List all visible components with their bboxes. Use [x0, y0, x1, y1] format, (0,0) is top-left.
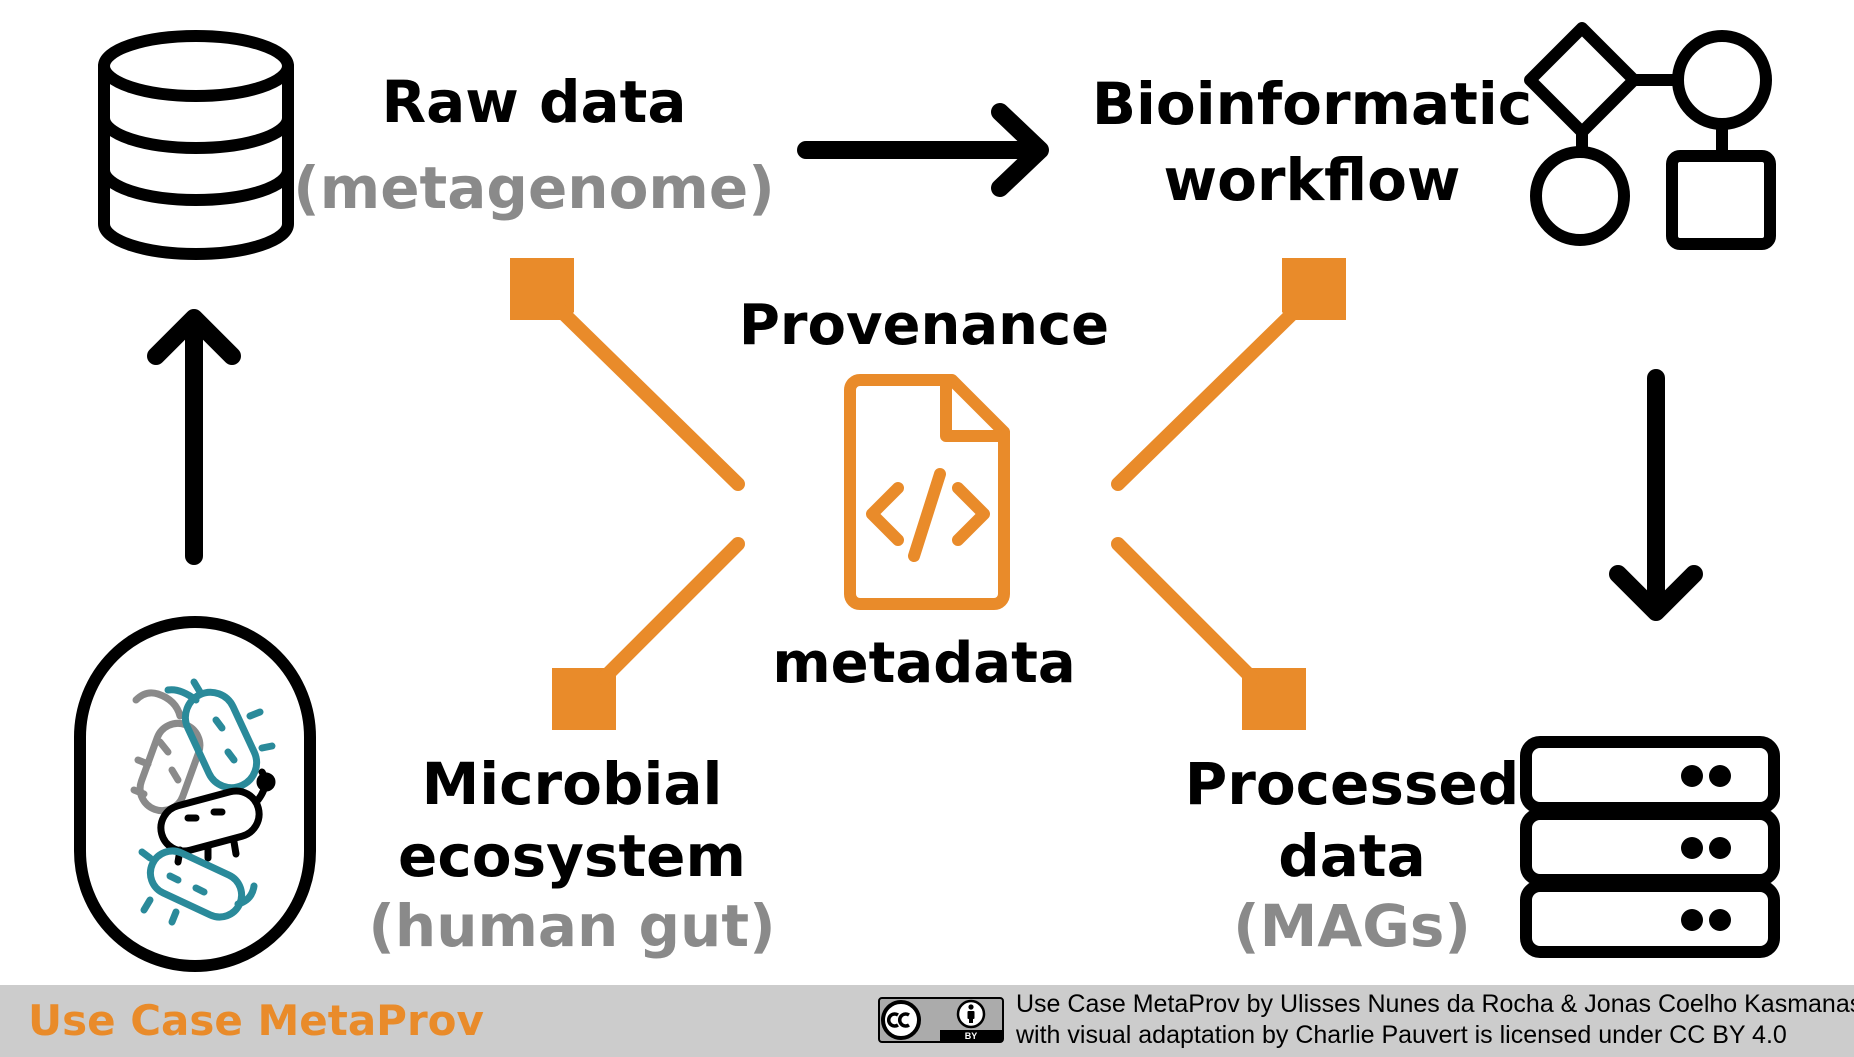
workflow-title-line1: Bioinformatic [1092, 70, 1532, 138]
connector-top-left [510, 258, 745, 491]
database-icon [98, 30, 294, 260]
server-icon [1520, 736, 1780, 958]
provenance-caption: metadata [772, 631, 1075, 696]
ecosystem-subtitle: (human gut) [368, 892, 775, 960]
footer-bar: Use Case MetaProv BY Use Case MetaProv b… [0, 985, 1854, 1057]
connector-bottom-left [552, 537, 745, 730]
arrow-right-icon [797, 103, 1049, 197]
arrow-up-icon [147, 309, 241, 565]
raw-data-title: Raw data [381, 68, 686, 136]
provenance-diagram: Raw data (metagenome) Bioinformatic work… [74, 22, 1780, 972]
provenance-title: Provenance [739, 293, 1109, 358]
ecosystem-title-line1: Microbial [422, 750, 723, 818]
credit-line-2: with visual adaptation by Charlie Pauver… [1016, 1021, 1787, 1049]
code-file-icon [844, 374, 1010, 610]
processed-title-line1: Processed [1185, 750, 1520, 818]
gut-microbes-icon [74, 616, 316, 972]
arrow-down-icon [1609, 369, 1703, 621]
processed-subtitle: (MAGs) [1233, 892, 1471, 960]
footer-title: Use Case MetaProv [28, 996, 484, 1045]
ecosystem-title-line2: ecosystem [398, 822, 746, 890]
processed-title-line2: data [1278, 822, 1426, 890]
connector-top-right [1111, 258, 1346, 491]
cc-by-icon: BY [878, 997, 1004, 1043]
cc-badge-by-text: BY [965, 1031, 978, 1041]
connector-bottom-right [1111, 537, 1306, 730]
raw-data-subtitle: (metagenome) [293, 154, 774, 222]
workflow-icon [1524, 22, 1776, 250]
credit-line-1: Use Case MetaProv by Ulisses Nunes da Ro… [1016, 990, 1854, 1018]
license-credits: Use Case MetaProv by Ulisses Nunes da Ro… [1016, 989, 1854, 1051]
workflow-title-line2: workflow [1163, 146, 1460, 214]
